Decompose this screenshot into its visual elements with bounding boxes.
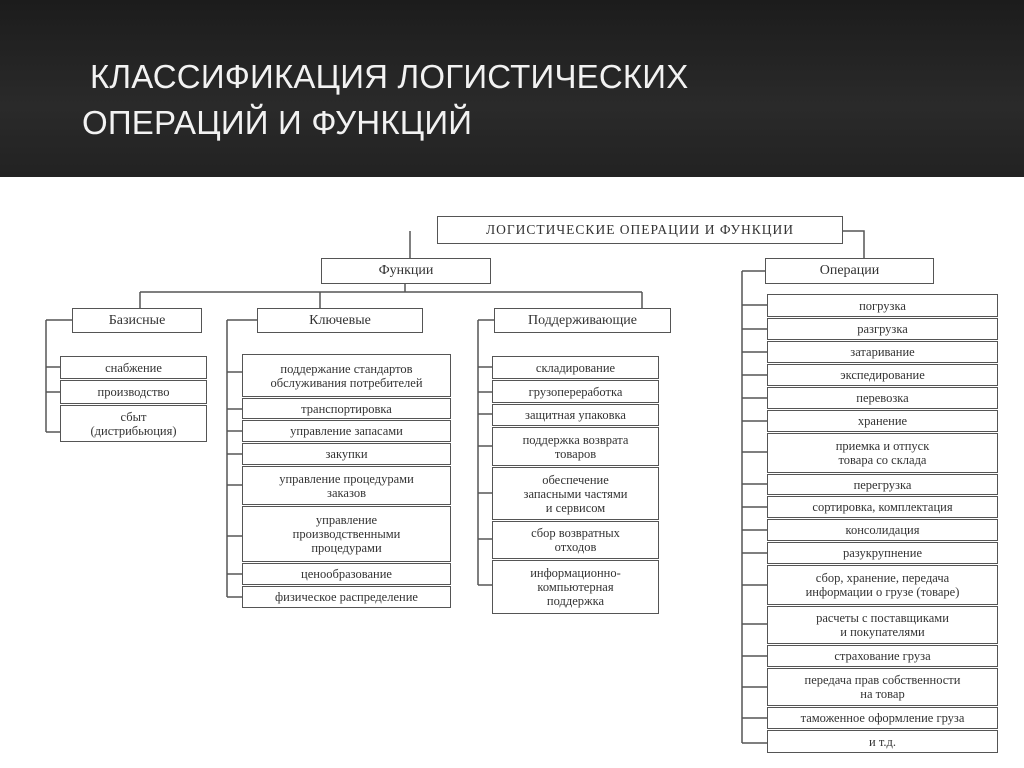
supporting-item: грузопереработка bbox=[492, 380, 659, 403]
key-item: управление запасами bbox=[242, 420, 451, 442]
operation-item: приемка и отпуск товара со склада bbox=[767, 433, 998, 473]
operation-item: разукрупнение bbox=[767, 542, 998, 564]
operation-item: расчеты с поставщиками и покупателями bbox=[767, 606, 998, 644]
slide-header: КЛАССИФИКАЦИЯ ЛОГИСТИЧЕСКИХ ОПЕРАЦИЙ И Ф… bbox=[0, 0, 1024, 177]
operation-item: экспедирование bbox=[767, 364, 998, 386]
key-item: управление процедурами заказов bbox=[242, 466, 451, 505]
basic-item: сбыт (дистрибьюция) bbox=[60, 405, 207, 442]
operation-item: хранение bbox=[767, 410, 998, 432]
root-box: ЛОГИСТИЧЕСКИЕ ОПЕРАЦИИ И ФУНКЦИИ bbox=[437, 216, 843, 244]
key-item: физическое распределение bbox=[242, 586, 451, 608]
supporting-item: поддержка возврата товаров bbox=[492, 427, 659, 466]
supporting-item: информационно- компьютерная поддержка bbox=[492, 560, 659, 614]
operations-box: Операции bbox=[765, 258, 934, 284]
operation-item: перевозка bbox=[767, 387, 998, 409]
supporting-item: защитная упаковка bbox=[492, 404, 659, 426]
key-item: закупки bbox=[242, 443, 451, 465]
operation-item: разгрузка bbox=[767, 318, 998, 340]
key-item: ценообразование bbox=[242, 563, 451, 585]
supporting-item: складирование bbox=[492, 356, 659, 379]
key-item: транспортировка bbox=[242, 398, 451, 419]
slide-title-line-1: КЛАССИФИКАЦИЯ ЛОГИСТИЧЕСКИХ bbox=[90, 58, 689, 95]
operation-item: страхование груза bbox=[767, 645, 998, 667]
operation-item: сбор, хранение, передача информации о гр… bbox=[767, 565, 998, 605]
slide-title-line-2: ОПЕРАЦИЙ И ФУНКЦИЙ bbox=[82, 104, 473, 141]
basic-item: производство bbox=[60, 380, 207, 404]
operation-item: сортировка, комплектация bbox=[767, 496, 998, 518]
operation-item: погрузка bbox=[767, 294, 998, 317]
basic-functions-box: Базисные bbox=[72, 308, 202, 333]
key-item: управление производственными процедурами bbox=[242, 506, 451, 562]
operation-item: перегрузка bbox=[767, 474, 998, 495]
operation-item: затаривание bbox=[767, 341, 998, 363]
supporting-item: обеспечение запасными частями и сервисом bbox=[492, 467, 659, 520]
key-item: поддержание стандартов обслуживания потр… bbox=[242, 354, 451, 397]
operation-item: таможенное оформление груза bbox=[767, 707, 998, 729]
supporting-item: сбор возвратных отходов bbox=[492, 521, 659, 559]
supporting-functions-box: Поддерживающие bbox=[494, 308, 671, 333]
slide-title: КЛАССИФИКАЦИЯ ЛОГИСТИЧЕСКИХ ОПЕРАЦИЙ И Ф… bbox=[82, 54, 782, 146]
key-functions-box: Ключевые bbox=[257, 308, 423, 333]
basic-item: снабжение bbox=[60, 356, 207, 379]
operation-item: и т.д. bbox=[767, 730, 998, 753]
operation-item: передача прав собственности на товар bbox=[767, 668, 998, 706]
operation-item: консолидация bbox=[767, 519, 998, 541]
functions-box: Функции bbox=[321, 258, 491, 284]
